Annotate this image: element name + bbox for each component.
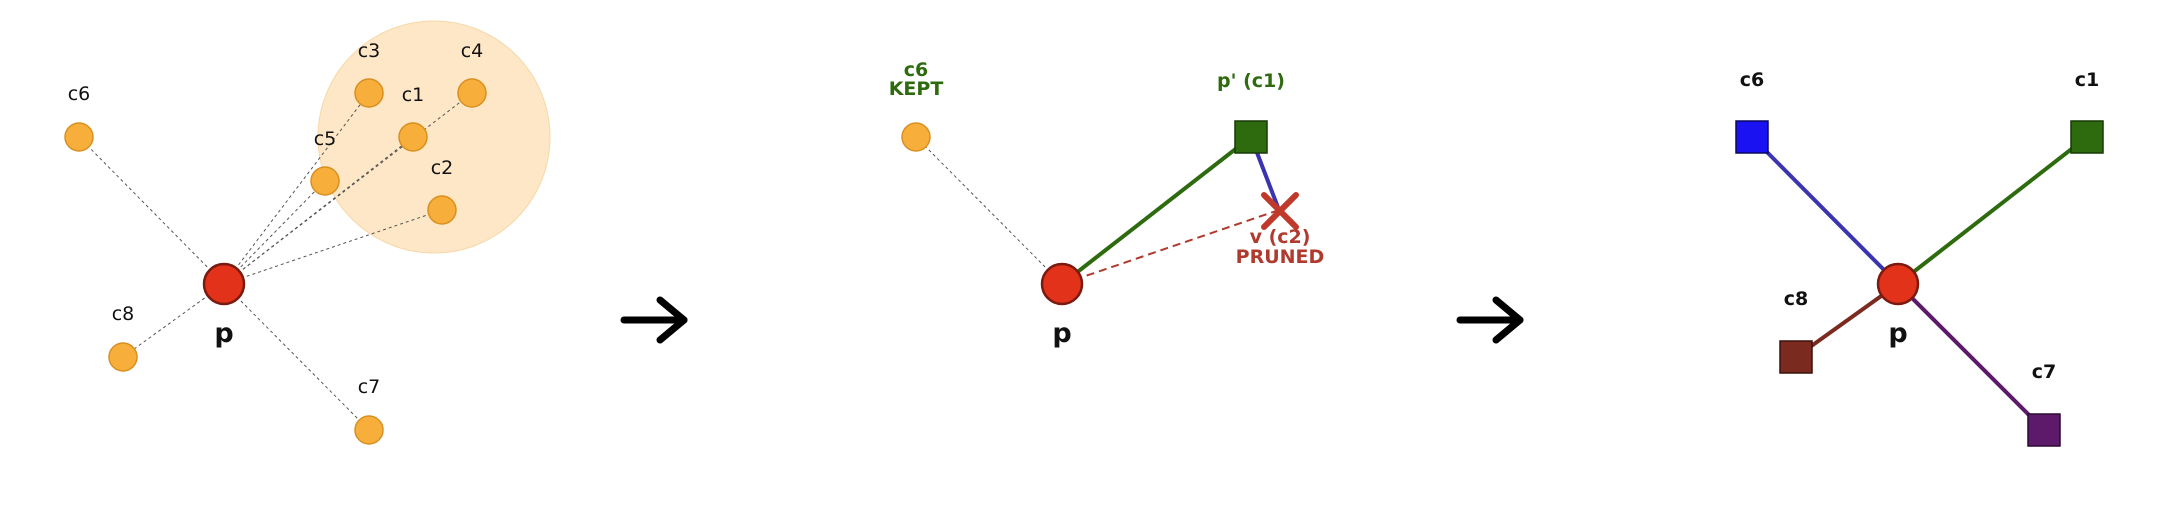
center-node-p-2 [1040,262,1084,306]
label-c3: c3 [358,40,381,62]
label-c1: c1 [402,84,425,106]
edge-p-c4 [223,92,473,285]
candidate-nodes [64,78,487,445]
node-c4 [457,78,487,108]
center-node-p [202,262,246,306]
node-c3 [354,78,384,108]
label-kept-status: KEPT [889,78,944,100]
edge-p-pprime-kept [1060,135,1253,286]
label-c2: c2 [431,157,454,179]
node-c7 [354,415,384,445]
node-c1 [398,122,428,152]
label-v: v (c2) [1250,226,1311,248]
edge-p-c1 [223,136,414,285]
edge-p-c1-final [1896,135,2089,286]
edge-p-c6 [78,136,225,285]
label-c7: c7 [358,376,381,398]
node-c2 [427,195,457,225]
label-c5: c5 [314,128,337,150]
label-c8: c8 [112,303,135,325]
center-node-p-3 [1876,262,1920,306]
arrow-right-icon-2 [1456,296,1524,344]
label-c6-3: c6 [1740,69,1764,91]
node-c8 [108,342,138,372]
label-p-3: p [1888,318,1907,349]
edge-p-c7-final [1896,282,2046,432]
label-c6-2: c6 [904,59,928,81]
node-c6 [64,122,94,152]
label-p: p [214,318,233,349]
panel-2-pruning-step: c6 KEPT p' (c1) v (c2) PRUNED p [889,59,1325,349]
node-c6-square [1735,120,1769,154]
label-pruned-status: PRUNED [1236,246,1325,268]
candidate-cluster-region [317,20,551,254]
panel-1-candidate-neighbors: c6 c8 c7 c3 c5 c1 c4 c2 p [64,20,551,445]
label-c6: c6 [68,83,91,105]
edge-p-c6-dashed [915,136,1063,285]
edge-p-c7 [223,283,370,431]
label-pprime: p' (c1) [1217,70,1285,92]
node-c1-square [2070,120,2104,154]
arrow-right-icon [620,296,688,344]
node-c8-square [1779,340,1813,374]
label-c8-3: c8 [1784,288,1808,310]
label-c1-3: c1 [2075,69,2099,91]
candidate-edges [78,92,473,431]
edge-p-c2 [223,209,443,285]
node-c7-square [2027,413,2061,447]
node-c5 [310,166,340,196]
label-c7-3: c7 [2032,361,2056,383]
node-c6-kept [901,122,931,152]
node-pprime-square [1234,120,1268,154]
label-p-2: p [1052,318,1071,349]
pruned-x-icon [1261,192,1299,230]
panel-3-final-neighbors: c6 c1 c8 c7 p [1735,69,2104,447]
edge-p-c6-final [1750,135,1900,286]
label-c4: c4 [461,40,484,62]
edge-p-c5 [223,180,326,285]
edge-p-c3 [223,92,370,285]
